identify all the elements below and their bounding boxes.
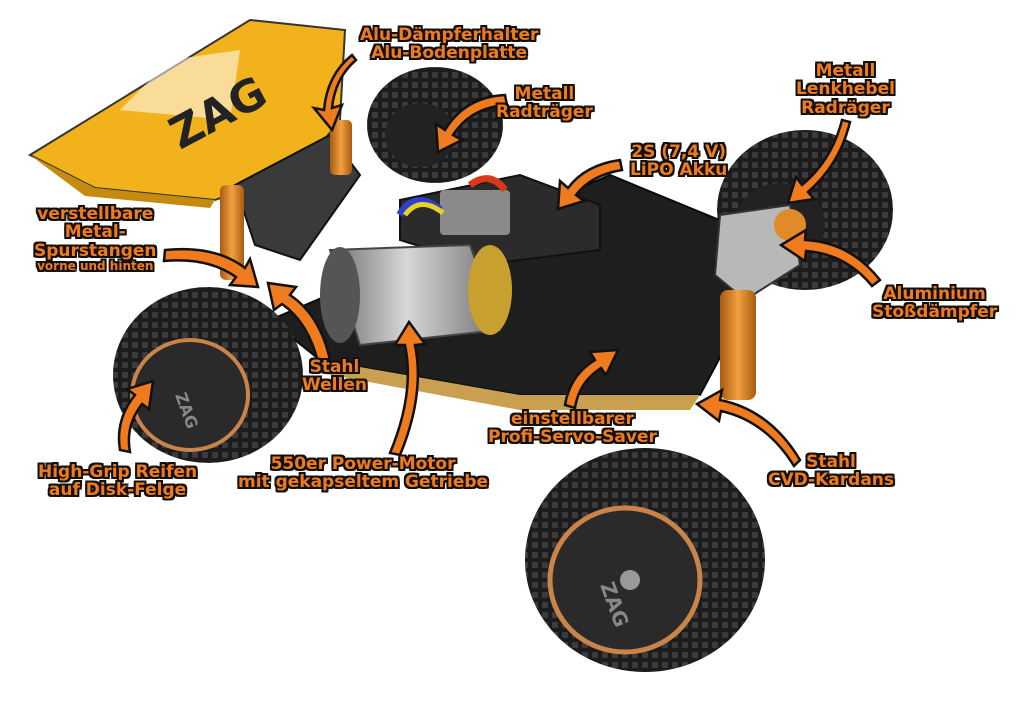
label-line: Alu-Bodenplatte xyxy=(371,43,528,64)
arrow-wellen xyxy=(266,281,332,364)
label-line: einstellbarer xyxy=(511,409,634,429)
arrow-reifen xyxy=(117,379,155,454)
label-line: Metall xyxy=(815,61,876,81)
arrow-kardans xyxy=(694,387,802,468)
label-line: verstellbare xyxy=(37,204,154,224)
label-line: vorne und hinten xyxy=(37,259,154,274)
label-line: 550er Power-Motor xyxy=(270,454,456,474)
wheel-front-left: ZAG xyxy=(525,448,765,672)
label-line: Metal- xyxy=(64,222,126,243)
arrow-stossdaempfer xyxy=(778,227,882,288)
label-metall-lenkhebel: Metall Lenkhebel Radräger xyxy=(796,62,895,117)
label-aluminium-stossdaempfer: Aluminium Stoßdämpfer xyxy=(872,285,997,322)
label-line: CVD-Kardans xyxy=(768,470,895,491)
arrow-lenkhebel xyxy=(786,118,852,205)
label-line: Aluminium xyxy=(883,284,986,304)
label-line: High-Grip Reifen xyxy=(38,462,198,482)
arrow-alu xyxy=(310,53,358,133)
label-alu-daempferhalter: Alu-Dämpferhalter Alu-Bodenplatte xyxy=(360,26,538,63)
battery-esc xyxy=(396,173,601,267)
label-line: LiPO Akku xyxy=(630,160,728,181)
label-line: auf Disk-Felge xyxy=(48,480,187,501)
label-line: Stoßdämpfer xyxy=(872,302,998,323)
motor xyxy=(320,243,512,347)
callout-arrows xyxy=(117,53,882,468)
arrow-akku xyxy=(556,158,624,211)
label-high-grip-reifen: High-Grip Reifen auf Disk-Felge xyxy=(38,463,197,500)
label-line: Radträger xyxy=(496,102,593,123)
label-line: 2S (7,4 V) xyxy=(631,142,727,162)
label-line: Metall xyxy=(514,84,575,104)
arrow-radtraeger xyxy=(434,93,509,154)
wheel-rear-left: ZAG xyxy=(113,287,303,463)
label-lipo-akku: 2S (7,4 V) LiPO Akku xyxy=(630,143,727,180)
rear-wing: ZAG xyxy=(27,18,347,208)
label-line: Profi-Servo-Saver xyxy=(488,427,657,448)
label-line: Wellen xyxy=(302,375,367,396)
label-stahl-wellen: Stahl Wellen xyxy=(302,358,367,395)
label-line: Radräger xyxy=(801,97,890,118)
label-cvd-kardans: Stahl CVD-Kardans xyxy=(768,453,894,490)
label-line: Alu-Dämpferhalter xyxy=(360,25,539,45)
front-suspension xyxy=(713,203,806,400)
label-line: Stahl xyxy=(309,357,360,377)
arrow-servo xyxy=(563,348,621,410)
label-line: Spurstangen xyxy=(34,240,157,261)
arrow-spurstangen xyxy=(162,247,260,289)
label-line: mit gekapseltem Getriebe xyxy=(238,472,489,493)
label-servo-saver: einstellbarer Profi-Servo-Saver xyxy=(488,410,657,447)
label-line: Stahl xyxy=(806,452,856,472)
label-line: Lenkhebel xyxy=(796,79,895,100)
label-power-motor: 550er Power-Motor mit gekapseltem Getrie… xyxy=(238,455,488,492)
label-spurstangen: verstellbare Metal- Spurstangen vorne un… xyxy=(34,205,157,273)
arrow-motor xyxy=(388,319,428,457)
label-metall-radtraeger: Metall Radträger xyxy=(496,85,593,122)
